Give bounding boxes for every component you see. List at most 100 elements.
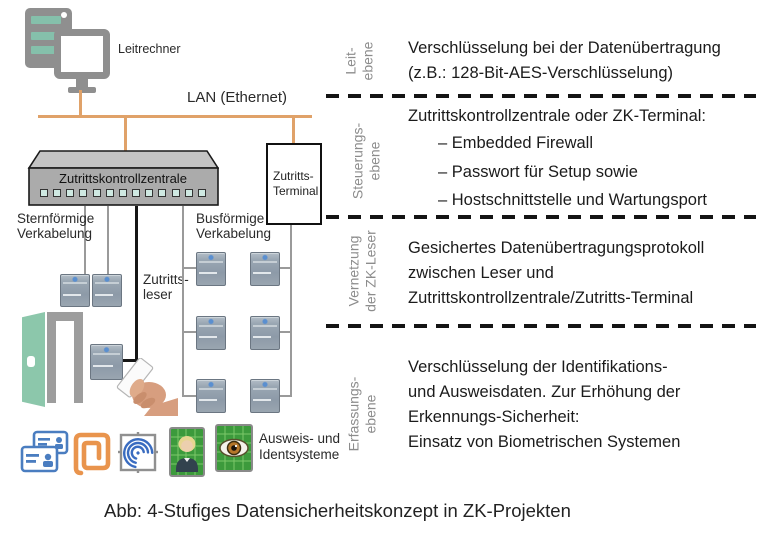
label-line: Zutritts- — [143, 272, 189, 287]
access-reader — [196, 379, 226, 413]
vlabel-line: ebene — [362, 394, 378, 434]
level-4-text: Verschlüsselung der Identifikations- und… — [408, 355, 680, 455]
wire-lan-zentrale — [124, 118, 127, 152]
vlabel-line: Erfassungs- — [345, 376, 362, 452]
bullet-line: – Embedded Firewall — [438, 134, 593, 152]
bullet-line: – Passwort für Setup sowie — [438, 162, 638, 181]
vlabel-line: ebene — [359, 41, 375, 81]
server-slot — [31, 16, 61, 24]
wire-bus-stub — [182, 395, 196, 397]
wire-lan-terminal — [292, 118, 295, 143]
zentrale-label: Zutrittskontrollzentrale — [59, 171, 187, 186]
vlabel-line: Leit- — [342, 47, 359, 75]
wire-bus-stub — [182, 267, 196, 269]
zentrale-port — [158, 189, 167, 197]
terminal-box: Zutritts- Terminal — [266, 143, 322, 225]
zentrale-ports — [40, 189, 206, 199]
label-line: Identsysteme — [259, 447, 340, 462]
wire-monitor-lan — [79, 90, 82, 117]
door-frame — [47, 312, 83, 403]
star-wiring-label: Sternförmige Verkabelung — [17, 211, 94, 241]
level-label-vernetzung: Vernetzung der ZK-Leser — [346, 230, 379, 312]
text-line: zwischen Leser und — [408, 264, 554, 282]
access-reader-with-card — [90, 344, 123, 380]
level-label-steuerungsebene: Steuerungs- ebene — [350, 123, 383, 199]
vlabel-line: der ZK-Leser — [362, 230, 378, 312]
access-reader — [250, 252, 280, 286]
wire-star-2 — [107, 206, 109, 276]
vlabel-line: ebene — [366, 141, 382, 181]
server-slot — [31, 32, 55, 40]
label-line: Verkabelung — [17, 226, 93, 241]
level-label-erfassungsebene: Erfassungs- ebene — [346, 377, 379, 452]
server-led — [61, 12, 67, 18]
level-2-heading: Zutrittskontrollzentrale oder ZK-Termina… — [408, 107, 707, 125]
terminal-label-line: Terminal — [273, 184, 319, 198]
text-line: Zutrittskontrollzentrale/Zutritts-Termin… — [408, 289, 694, 307]
wire-bus-stub — [182, 331, 196, 333]
level-2-bullets: – Embedded Firewall – Passwort für Setup… — [438, 129, 707, 215]
wire-bus-right — [290, 225, 292, 397]
rfid-tag-icon — [73, 432, 111, 476]
wire-reader-v — [135, 206, 138, 362]
text-line: und Ausweisdaten. Zur Erhöhung der — [408, 383, 681, 401]
wire-bus-stub — [280, 267, 292, 269]
terminal-label-line: Zutritts- — [273, 169, 314, 183]
zentrale-port — [197, 189, 206, 197]
vlabel-line: Steuerungs- — [349, 122, 366, 200]
label-line: leser — [143, 287, 173, 302]
monitor-base — [68, 87, 96, 93]
text-line: Gesichertes Datenübertragungsprotokoll — [408, 239, 705, 257]
iris-scan-icon — [215, 424, 253, 472]
fingerprint-icon — [118, 432, 158, 473]
wire-star-1 — [84, 206, 86, 276]
leitrechner-label: Leitrechner — [118, 42, 181, 56]
bullet-line: – Hostschnittstelle und Wartungsport — [438, 191, 708, 209]
dashed-divider — [326, 94, 756, 98]
zentrale-port — [132, 189, 141, 197]
access-reader — [196, 252, 226, 286]
wire-bus-left — [182, 206, 184, 397]
zentrale-port — [171, 189, 180, 197]
zentrale-port — [118, 189, 127, 197]
access-reader — [92, 274, 122, 307]
wire-reader-h — [122, 359, 138, 362]
monitor-icon — [54, 29, 110, 79]
figure-caption: Abb: 4-Stufiges Datensicherheitskonzept … — [104, 500, 571, 521]
zentrale-port — [53, 189, 62, 197]
level-3-text: Gesichertes Datenübertragungsprotokoll z… — [408, 236, 704, 311]
zentrale-port — [105, 189, 114, 197]
access-reader — [196, 316, 226, 350]
label-line: Sternförmige — [17, 211, 95, 226]
face-id-icon — [169, 427, 205, 477]
zentrale-port — [92, 189, 101, 197]
wire-bus-stub — [280, 395, 292, 397]
zentrale-port — [79, 189, 88, 197]
wire-bus-stub — [280, 331, 292, 333]
zentrale-port — [66, 189, 75, 197]
label-line: Busförmige — [196, 211, 265, 226]
zentrale-port — [145, 189, 154, 197]
id-cards-icon — [20, 430, 69, 473]
zentrale-port — [184, 189, 193, 197]
text-line: Verschlüsselung bei der Datenübertragung — [408, 39, 721, 57]
wire-lan-bus — [38, 115, 312, 118]
reader-label: Zutritts- leser — [143, 272, 189, 302]
level-label-leitebene: Leit- ebene — [343, 42, 376, 81]
door-handle — [27, 356, 35, 367]
ident-systems-label: Ausweis- und Identsysteme — [259, 431, 340, 463]
bus-wiring-label: Busförmige Verkabelung — [196, 211, 271, 241]
label-line: Verkabelung — [196, 226, 272, 241]
access-reader — [250, 379, 280, 413]
vlabel-line: Vernetzung — [345, 235, 362, 307]
monitor-stand — [76, 78, 88, 87]
access-reader — [250, 316, 280, 350]
level-1-text: Verschlüsselung bei der Datenübertragung… — [408, 36, 721, 86]
dashed-divider — [326, 324, 756, 328]
zentrale-box — [27, 150, 219, 206]
text-line: Verschlüsselung der Identifikations- — [408, 358, 668, 376]
label-line: Ausweis- und — [259, 431, 341, 446]
access-reader — [60, 274, 90, 307]
text-line: Erkennungs-Sicherheit: — [408, 408, 580, 426]
